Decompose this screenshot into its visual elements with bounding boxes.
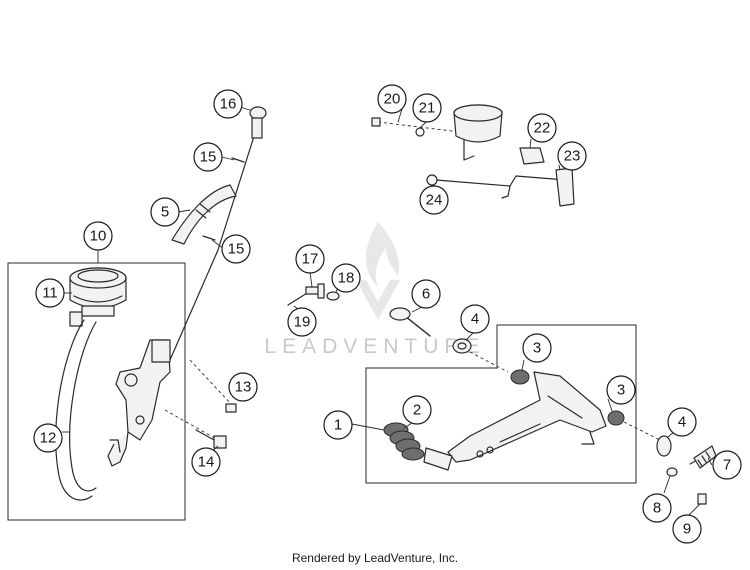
svg-text:18: 18 <box>338 270 355 287</box>
callout-17: 17 <box>295 244 325 274</box>
master-cylinder-group-box <box>7 262 186 521</box>
callout-21: 21 <box>412 93 442 123</box>
callout-8: 8 <box>642 493 672 523</box>
svg-text:1: 1 <box>334 417 342 434</box>
svg-text:2: 2 <box>413 402 421 419</box>
watermark-logo-icon <box>356 222 400 320</box>
svg-text:15: 15 <box>200 149 217 166</box>
callout-leaders <box>62 103 713 517</box>
callout-3: 3 <box>522 333 552 363</box>
pedal-rubber <box>383 422 425 461</box>
brake-pedal <box>423 369 672 471</box>
callout-5: 5 <box>150 197 180 227</box>
callout-16: 16 <box>213 89 243 119</box>
callout-7: 7 <box>712 450 742 480</box>
callout-24: 24 <box>419 185 449 215</box>
svg-text:12: 12 <box>40 430 57 447</box>
callout-19: 19 <box>287 307 317 337</box>
svg-text:22: 22 <box>534 120 551 137</box>
callout-2: 2 <box>402 395 432 425</box>
svg-text:14: 14 <box>198 454 215 471</box>
callout-4: 4 <box>667 407 697 437</box>
watermark: LEADVENTURE <box>264 222 485 358</box>
svg-text:3: 3 <box>617 382 625 399</box>
callout-11: 11 <box>35 278 65 308</box>
brake-line-assembly <box>169 106 267 361</box>
callout-14: 14 <box>191 447 221 477</box>
svg-text:7: 7 <box>723 457 731 474</box>
callout-9: 9 <box>672 514 702 544</box>
brake-pedal-group-box <box>365 324 637 484</box>
callout-10: 10 <box>83 221 113 251</box>
svg-text:4: 4 <box>471 311 479 328</box>
callout-15: 15 <box>193 142 223 172</box>
svg-text:15: 15 <box>228 241 245 258</box>
pivot-pin-assembly <box>287 283 340 306</box>
callout-20: 20 <box>377 84 407 114</box>
svg-text:8: 8 <box>653 500 661 517</box>
svg-text:10: 10 <box>90 228 107 245</box>
svg-text:17: 17 <box>302 251 319 268</box>
svg-text:24: 24 <box>426 192 443 209</box>
callout-6: 6 <box>411 279 441 309</box>
svg-text:19: 19 <box>294 314 311 331</box>
svg-text:5: 5 <box>161 204 169 221</box>
svg-text:16: 16 <box>220 96 237 113</box>
callout-15: 15 <box>221 234 251 264</box>
callout-12: 12 <box>33 423 63 453</box>
callout-4: 4 <box>460 304 490 334</box>
svg-text:4: 4 <box>678 414 686 431</box>
callout-1: 1 <box>323 410 353 440</box>
svg-text:6: 6 <box>422 286 430 303</box>
svg-text:11: 11 <box>42 285 58 302</box>
svg-text:13: 13 <box>235 379 252 396</box>
watermark-text: LEADVENTURE <box>264 335 485 358</box>
pedal-shaft-assembly <box>389 307 509 373</box>
callout-3: 3 <box>606 375 636 405</box>
master-cylinder-assembly <box>55 267 237 501</box>
callout-23: 23 <box>557 141 587 171</box>
svg-text:21: 21 <box>419 100 436 117</box>
svg-text:20: 20 <box>384 91 401 108</box>
svg-text:9: 9 <box>683 521 691 538</box>
reservoir-bracket-assembly <box>371 104 575 207</box>
svg-text:3: 3 <box>533 340 541 357</box>
callout-22: 22 <box>527 113 557 143</box>
callout-13: 13 <box>228 372 258 402</box>
footer-credit: Rendered by LeadVenture, Inc. <box>291 551 459 565</box>
stop-switch-assembly <box>666 445 717 505</box>
callout-18: 18 <box>331 263 361 293</box>
svg-text:23: 23 <box>564 148 581 165</box>
